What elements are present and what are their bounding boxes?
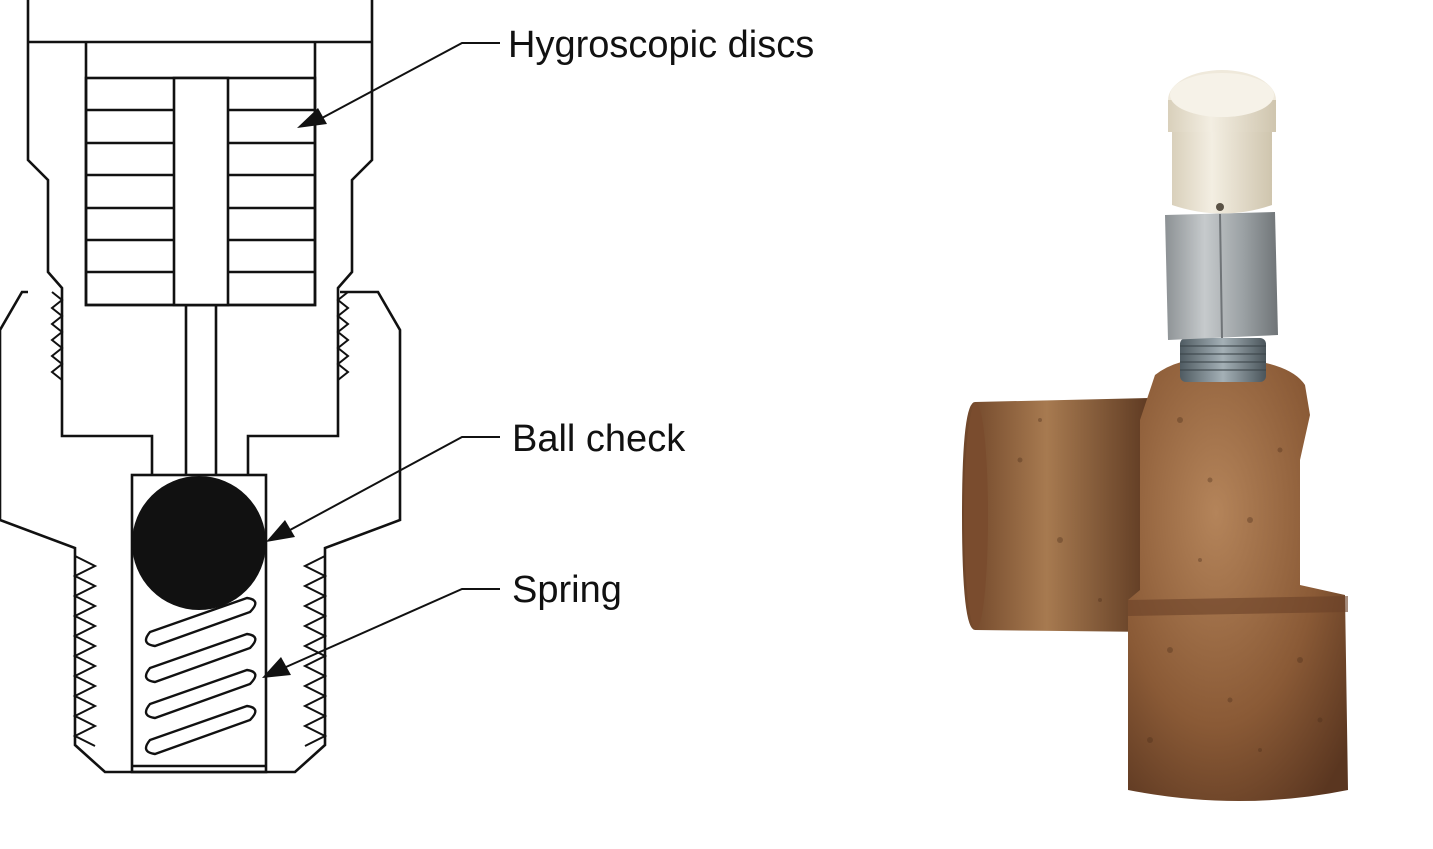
threaded-nipple bbox=[1180, 338, 1266, 382]
label-hygroscopic-discs: Hygroscopic discs bbox=[508, 24, 814, 66]
label-ball-check: Ball check bbox=[512, 418, 686, 460]
outer-thread-right bbox=[302, 555, 328, 747]
nut-left-outline bbox=[0, 290, 77, 575]
cap-body-outline bbox=[26, 0, 374, 475]
leader-hygroscopic bbox=[297, 42, 500, 128]
main-body bbox=[1128, 357, 1348, 801]
inner-thread-right bbox=[336, 291, 350, 381]
ball-chamber bbox=[130, 473, 268, 774]
valve-photo bbox=[962, 70, 1348, 801]
inner-thread-left bbox=[50, 291, 64, 381]
leader-spring bbox=[262, 588, 500, 678]
cutaway-drawing: Hygroscopic discs Ball check Spring bbox=[0, 0, 814, 774]
outer-thread-left bbox=[72, 555, 98, 747]
label-spring: Spring bbox=[512, 569, 622, 611]
side-outlet bbox=[962, 398, 1150, 632]
hygroscopic-disc-stack bbox=[84, 76, 317, 307]
ball-check-ball bbox=[132, 476, 266, 610]
spring-coils bbox=[144, 596, 257, 756]
leader-ball-check bbox=[266, 436, 500, 542]
nut-right-outline bbox=[323, 290, 402, 575]
vent-cap bbox=[1172, 128, 1272, 214]
